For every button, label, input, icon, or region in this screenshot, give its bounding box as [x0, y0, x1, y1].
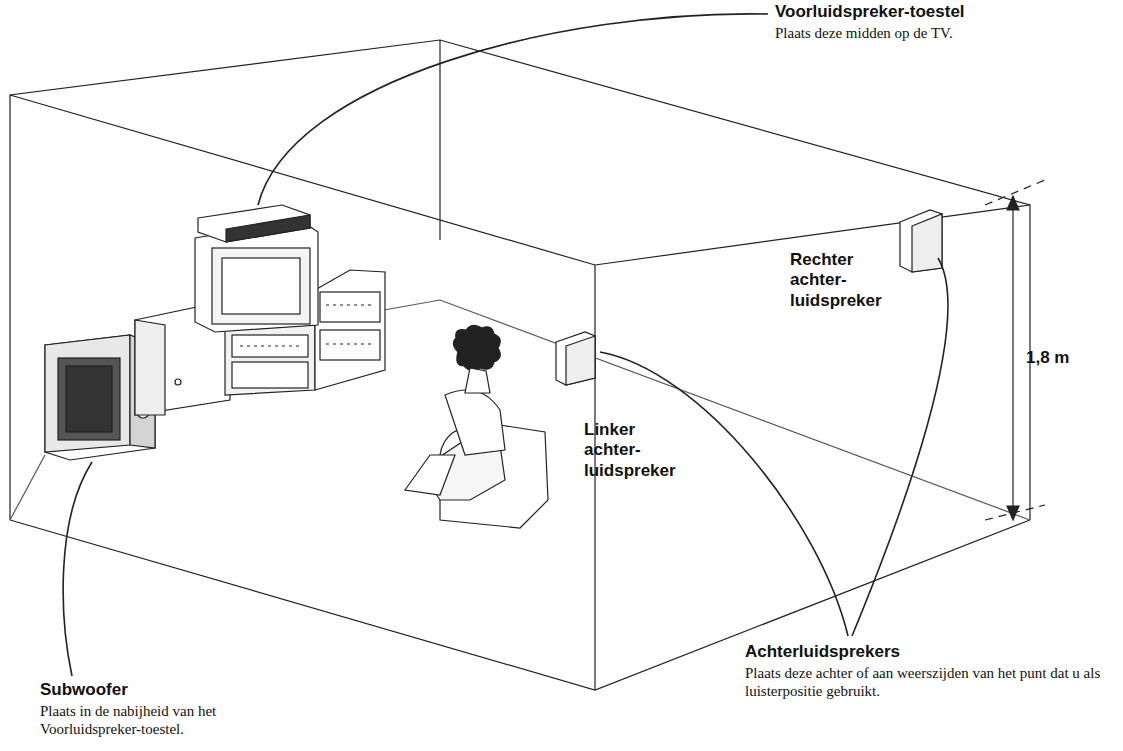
room-outline — [10, 40, 1030, 690]
placement-note: Plaats deze midden op de TV. — [775, 24, 1105, 42]
part-name: Subwoofer — [40, 680, 240, 700]
part-name: Voorluidspreker-toestel — [775, 2, 1075, 22]
dimension-label: 1,8 m — [1026, 348, 1116, 368]
placement-note: Plaats in de nabijheid van het Voorluids… — [40, 702, 280, 738]
part-name: Linker achter- luidspreker — [584, 420, 692, 481]
part-name: Rechter achter- luidspreker — [790, 250, 898, 311]
rear-speaker-drawing — [556, 210, 942, 385]
placement-note: Plaats deze achter of aan weerszijden va… — [745, 664, 1110, 700]
front-speaker-unit-drawing — [198, 205, 310, 242]
listener-drawing — [405, 325, 548, 528]
part-name: Achterluidsprekers — [745, 642, 1045, 662]
leader-lines — [63, 14, 948, 676]
